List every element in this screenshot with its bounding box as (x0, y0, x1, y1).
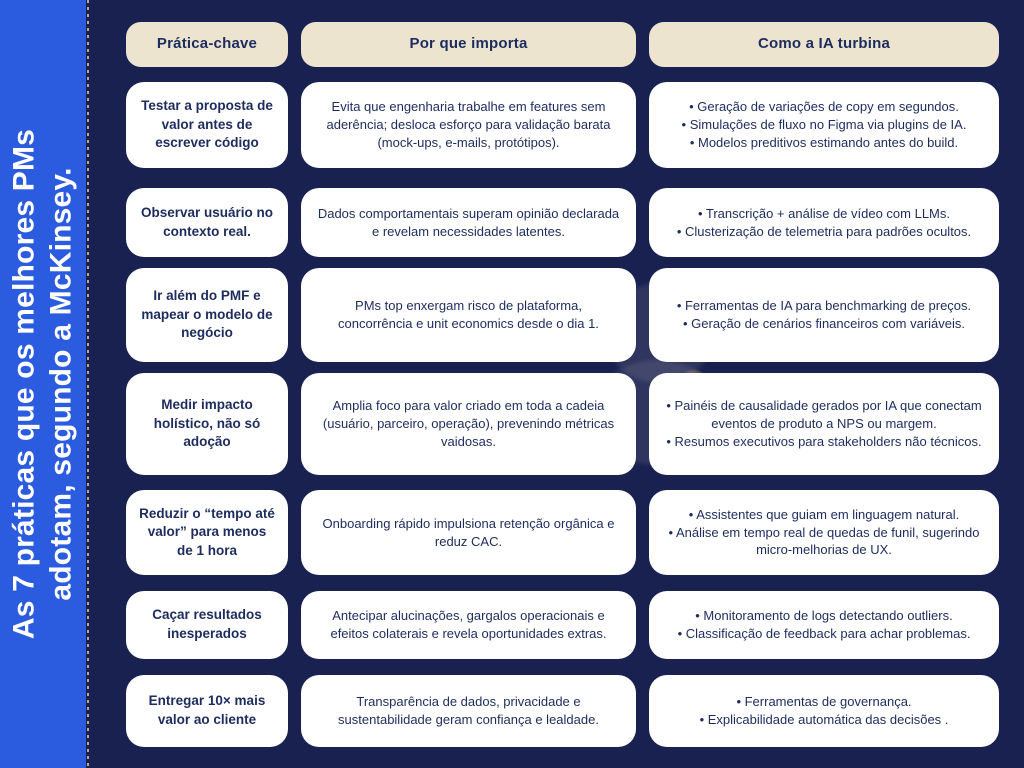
ai-cell: • Painéis de causalidade gerados por IA … (649, 373, 999, 475)
ai-cell: • Ferramentas de governança. • Explicabil… (649, 675, 999, 747)
practice-cell: Medir impacto holístico, não só adoção (126, 373, 288, 475)
table-row: Medir impacto holístico, não só adoção A… (126, 373, 999, 475)
table-row: Caçar resultados inesperados Antecipar a… (126, 591, 999, 659)
why-cell: Evita que engenharia trabalhe em feature… (301, 82, 636, 168)
practices-table: Prática-chave Por que importa Como a IA … (126, 22, 999, 747)
ai-bullet-item: • Geração de variações de copy em segund… (689, 99, 959, 115)
why-cell: PMs top enxergam risco de plataforma, co… (301, 268, 636, 362)
why-cell: Amplia foco para valor criado em toda a … (301, 373, 636, 475)
ai-bullet-item: • Assistentes que guiam em linguagem nat… (688, 506, 960, 522)
practice-cell: Reduzir o “tempo até valor” para menos d… (126, 490, 288, 575)
ai-bullet-item: • Painéis de causalidade gerados por IA … (666, 398, 982, 432)
ai-bullet-item: • Explicabilidade automática das decisõe… (699, 712, 949, 727)
table-body: Testar a proposta de valor antes de escr… (126, 82, 999, 747)
sidebar: As 7 práticas que os melhores PMs adotam… (0, 0, 86, 768)
page-title: As 7 práticas que os melhores PMs adotam… (6, 129, 79, 639)
ai-bullet-item: • Geração de cenários financeiros com va… (682, 316, 965, 331)
ai-bullet-item: • Ferramentas de IA para benchmarking de… (676, 298, 972, 314)
ai-cell: • Ferramentas de IA para benchmarking de… (649, 268, 999, 362)
ai-bullet-item: • Modelos preditivos estimando antes do … (689, 134, 959, 150)
page-title-line1: As 7 práticas que os melhores PMs (7, 128, 41, 640)
practice-cell: Observar usuário no contexto real. (126, 188, 288, 257)
ai-cell: • Geração de variações de copy em segund… (649, 82, 999, 168)
why-cell: Antecipar alucinações, gargalos operacio… (301, 591, 636, 659)
why-cell: Dados comportamentais superam opinião de… (301, 188, 636, 257)
table-row: Testar a proposta de valor antes de escr… (126, 82, 999, 168)
why-cell: Onboarding rápido impulsiona retenção or… (301, 490, 636, 575)
ai-cell: • Monitoramento de logs detectando outli… (649, 591, 999, 659)
column-header-ai: Como a IA turbina (649, 22, 999, 67)
practice-cell: Caçar resultados inesperados (126, 591, 288, 659)
table-row: Ir além do PMF e mapear o modelo de negó… (126, 268, 999, 362)
page-title-line2: adotam, segundo a McKinsey. (44, 167, 77, 601)
ai-cell: • Transcrição + análise de vídeo com LLM… (649, 188, 999, 257)
practice-cell: Entregar 10× mais valor ao cliente (126, 675, 288, 747)
practice-cell: Ir além do PMF e mapear o modelo de negó… (126, 268, 288, 362)
why-cell: Transparência de dados, privacidade e su… (301, 675, 636, 747)
ai-bullet-item: • Resumos executivos para stakeholders n… (666, 433, 982, 449)
column-header-why: Por que importa (301, 22, 636, 67)
practice-cell: Testar a proposta de valor antes de escr… (126, 82, 288, 168)
ai-bullet-item: • Simulações de fluxo no Figma via plugi… (681, 117, 967, 133)
ai-bullet-item: • Ferramentas de governança. (736, 694, 912, 710)
table-header-row: Prática-chave Por que importa Como a IA … (126, 22, 999, 67)
ai-bullet-item: • Monitoramento de logs detectando outli… (695, 608, 953, 624)
ai-bullet-item: • Transcrição + análise de vídeo com LLM… (697, 205, 951, 221)
ai-bullet-item: • Clusterização de telemetria para padrõ… (676, 223, 972, 239)
table-row: Reduzir o “tempo até valor” para menos d… (126, 490, 999, 575)
ai-bullet-item: • Análise em tempo real de quedas de fun… (668, 524, 980, 558)
ai-bullet-item: • Classificação de feedback para achar p… (677, 626, 971, 641)
dashed-divider (87, 0, 89, 768)
ai-cell: • Assistentes que guiam em linguagem nat… (649, 490, 999, 575)
table-row: Observar usuário no contexto real. Dados… (126, 188, 999, 257)
table-row: Entregar 10× mais valor ao cliente Trans… (126, 675, 999, 747)
column-header-practice: Prática-chave (126, 22, 288, 67)
